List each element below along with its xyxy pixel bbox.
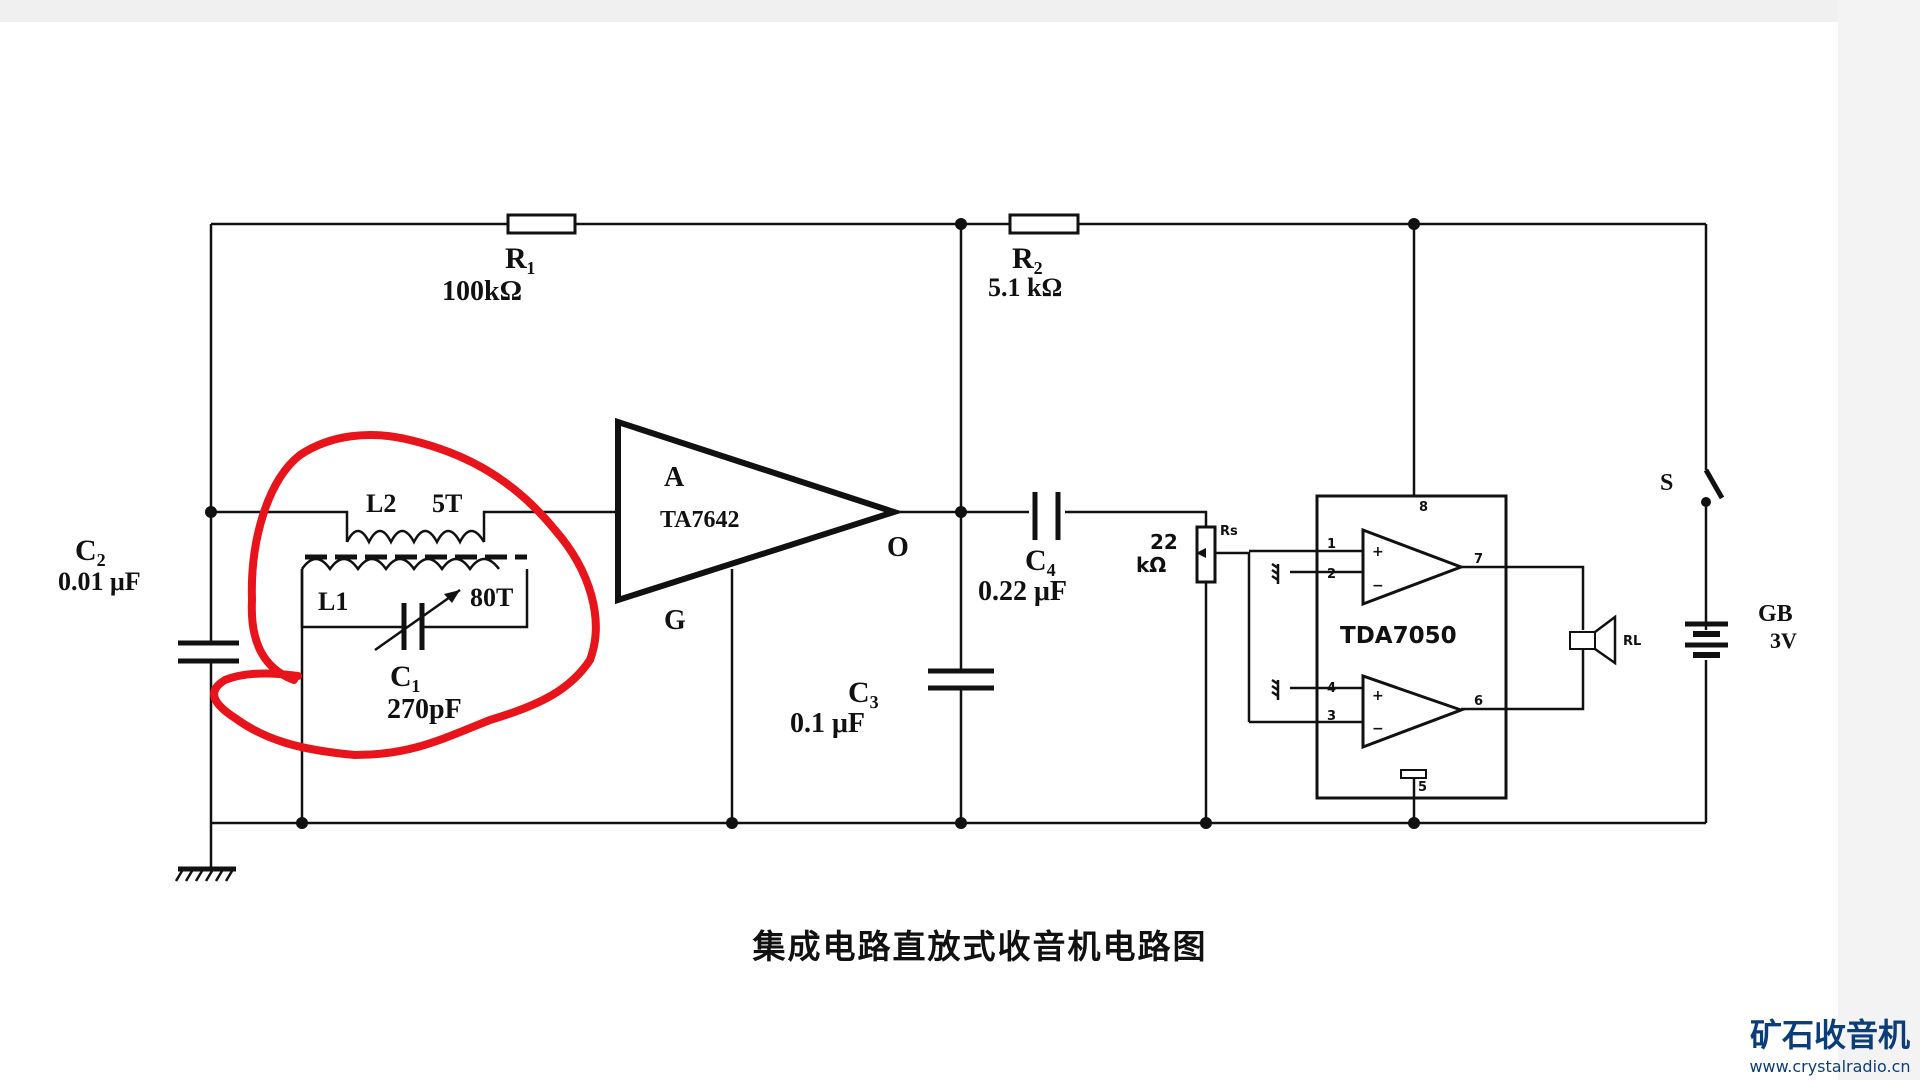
junction-dots — [205, 218, 1711, 829]
coil-l2: L2 5T — [345, 489, 486, 545]
r2-value: 5.1 kΩ — [988, 273, 1062, 302]
pin-2: 2 — [1327, 567, 1336, 582]
ic-tda7050: + − + − 1 2 3 4 5 6 7 8 TDA7050 — [1315, 494, 1508, 800]
red-annotation-circle — [210, 431, 600, 759]
capacitor-c2: C₂ 0.01 μF — [58, 534, 239, 664]
watermark-url: www.crystalradio.cn — [1749, 1057, 1910, 1076]
c2-value: 0.01 μF — [58, 567, 141, 596]
capacitor-c3: C₃ 0.1 μF — [790, 668, 994, 739]
plus-sign: + — [1372, 688, 1384, 704]
switch-label: S — [1660, 470, 1673, 496]
potentiometer-rs: 22 kΩ Rs — [1136, 524, 1238, 584]
c3-label: C₃ — [848, 676, 879, 709]
c4-value: 0.22 μF — [978, 576, 1067, 607]
diagram-caption: 集成电路直放式收音机电路图 — [752, 927, 1208, 966]
minus-sign: − — [1372, 721, 1384, 737]
wires — [209, 222, 1708, 869]
switch-s: S — [1660, 468, 1725, 500]
l2-turns: 5T — [432, 489, 462, 518]
ta7642-label: TA7642 — [660, 507, 740, 533]
pin-grounds — [1271, 562, 1280, 700]
c1-value: 270pF — [387, 694, 462, 725]
ground-symbol — [174, 866, 236, 882]
pin-3: 3 — [1327, 709, 1336, 724]
coil-l1: L1 80T — [300, 557, 513, 616]
l1-turns: 80T — [470, 583, 513, 612]
watermark-logo: 矿石收音机 www.crystalradio.cn — [1749, 1016, 1910, 1076]
minus-sign: − — [1372, 578, 1384, 594]
pin-7: 7 — [1474, 552, 1483, 567]
speaker-rl: RL — [1569, 614, 1641, 666]
ic-ta7642: A TA7642 O G — [615, 417, 909, 636]
pin-4: 4 — [1327, 681, 1336, 696]
r1-label: R₁ — [505, 242, 536, 275]
battery-gb: GB 3V — [1685, 601, 1797, 658]
speaker-label: RL — [1623, 634, 1641, 649]
r2-label: R₂ — [1012, 242, 1043, 275]
c2-label: C₂ — [75, 534, 106, 567]
r1-value: 100kΩ — [442, 276, 522, 307]
ta7642-pin-a: A — [664, 462, 685, 493]
c1-label: C₁ — [390, 660, 421, 693]
tda7050-label: TDA7050 — [1340, 623, 1457, 649]
c4-label: C₄ — [1025, 544, 1056, 577]
rs-value-top: 22 — [1150, 530, 1178, 554]
l1-label: L1 — [318, 587, 348, 616]
c3-value: 0.1 μF — [790, 708, 865, 739]
variable-capacitor-c1: C₁ 270pF — [374, 588, 462, 725]
ta7642-pin-g: G — [664, 605, 686, 636]
ta7642-pin-o: O — [887, 532, 909, 563]
battery-value: 3V — [1770, 628, 1797, 653]
pin-8: 8 — [1419, 500, 1428, 515]
battery-label: GB — [1758, 601, 1793, 627]
rs-label: Rs — [1220, 524, 1238, 539]
resistor-r2: R₂ 5.1 kΩ — [988, 213, 1080, 302]
capacitor-c4: C₄ 0.22 μF — [978, 492, 1067, 607]
watermark-title: 矿石收音机 — [1750, 1016, 1910, 1054]
pin-1: 1 — [1327, 537, 1336, 552]
resistor-r1: R₁ 100kΩ — [442, 213, 577, 307]
pin-6: 6 — [1474, 694, 1483, 709]
plus-sign: + — [1372, 544, 1384, 560]
pin-5: 5 — [1418, 780, 1427, 795]
l2-label: L2 — [366, 489, 396, 518]
rs-value-bottom: kΩ — [1136, 553, 1166, 577]
